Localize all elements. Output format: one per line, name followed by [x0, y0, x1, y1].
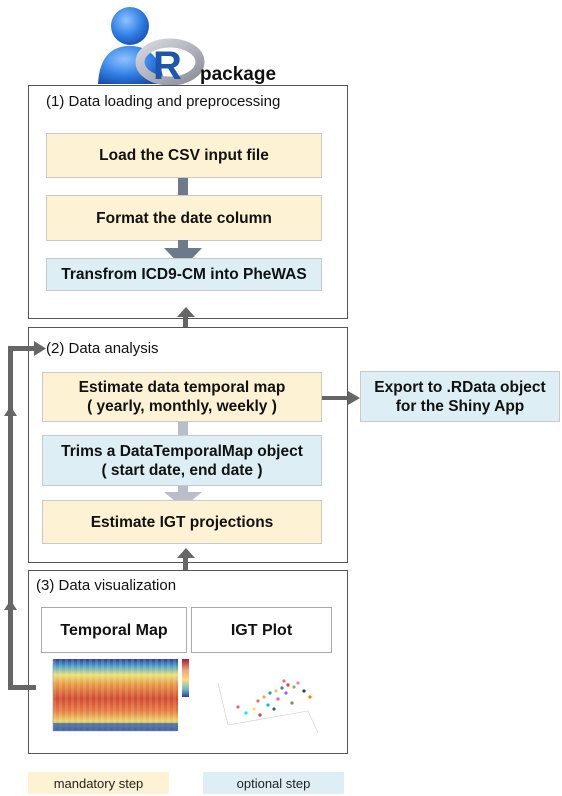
- feedback-loop-arrow: [4, 341, 46, 690]
- data-loading-title: (1) Data loading and preprocessing: [46, 93, 281, 110]
- trim-temporal-map-step: Trims a DataTemporalMap object ( start d…: [42, 435, 322, 486]
- estimate-igt-step: Estimate IGT projections: [42, 500, 322, 544]
- data-analysis-title: (2) Data analysis: [46, 340, 159, 357]
- arrow-to-export: [322, 391, 360, 405]
- load-csv-step: Load the CSV input file: [46, 133, 322, 178]
- temporal-map-thumbnail: [52, 659, 189, 732]
- arrow-map-to-trim: [178, 422, 188, 435]
- igt-plot-thumbnail: [217, 679, 319, 734]
- legend-mandatory: mandatory step: [28, 772, 169, 794]
- user-icon: [98, 7, 205, 86]
- package-label: package: [200, 64, 277, 85]
- temporal-map-tab[interactable]: Temporal Map: [41, 607, 187, 653]
- arrow-load-to-format: [178, 178, 188, 195]
- legend-optional: optional step: [203, 772, 344, 794]
- estimate-temporal-map-step: Estimate data temporal map ( yearly, mon…: [42, 372, 322, 422]
- igt-plot-tab[interactable]: IGT Plot: [191, 607, 332, 653]
- data-visualization-title: (3) Data visualization: [36, 577, 177, 594]
- format-date-step: Format the date column: [46, 195, 322, 241]
- r-package-logo: R package: [90, 4, 290, 88]
- export-rdata-step: Export to .RData object for the Shiny Ap…: [360, 371, 560, 422]
- transform-icd9-step: Transfrom ICD9-CM into PheWAS: [46, 258, 322, 291]
- r-letter: R: [153, 44, 182, 88]
